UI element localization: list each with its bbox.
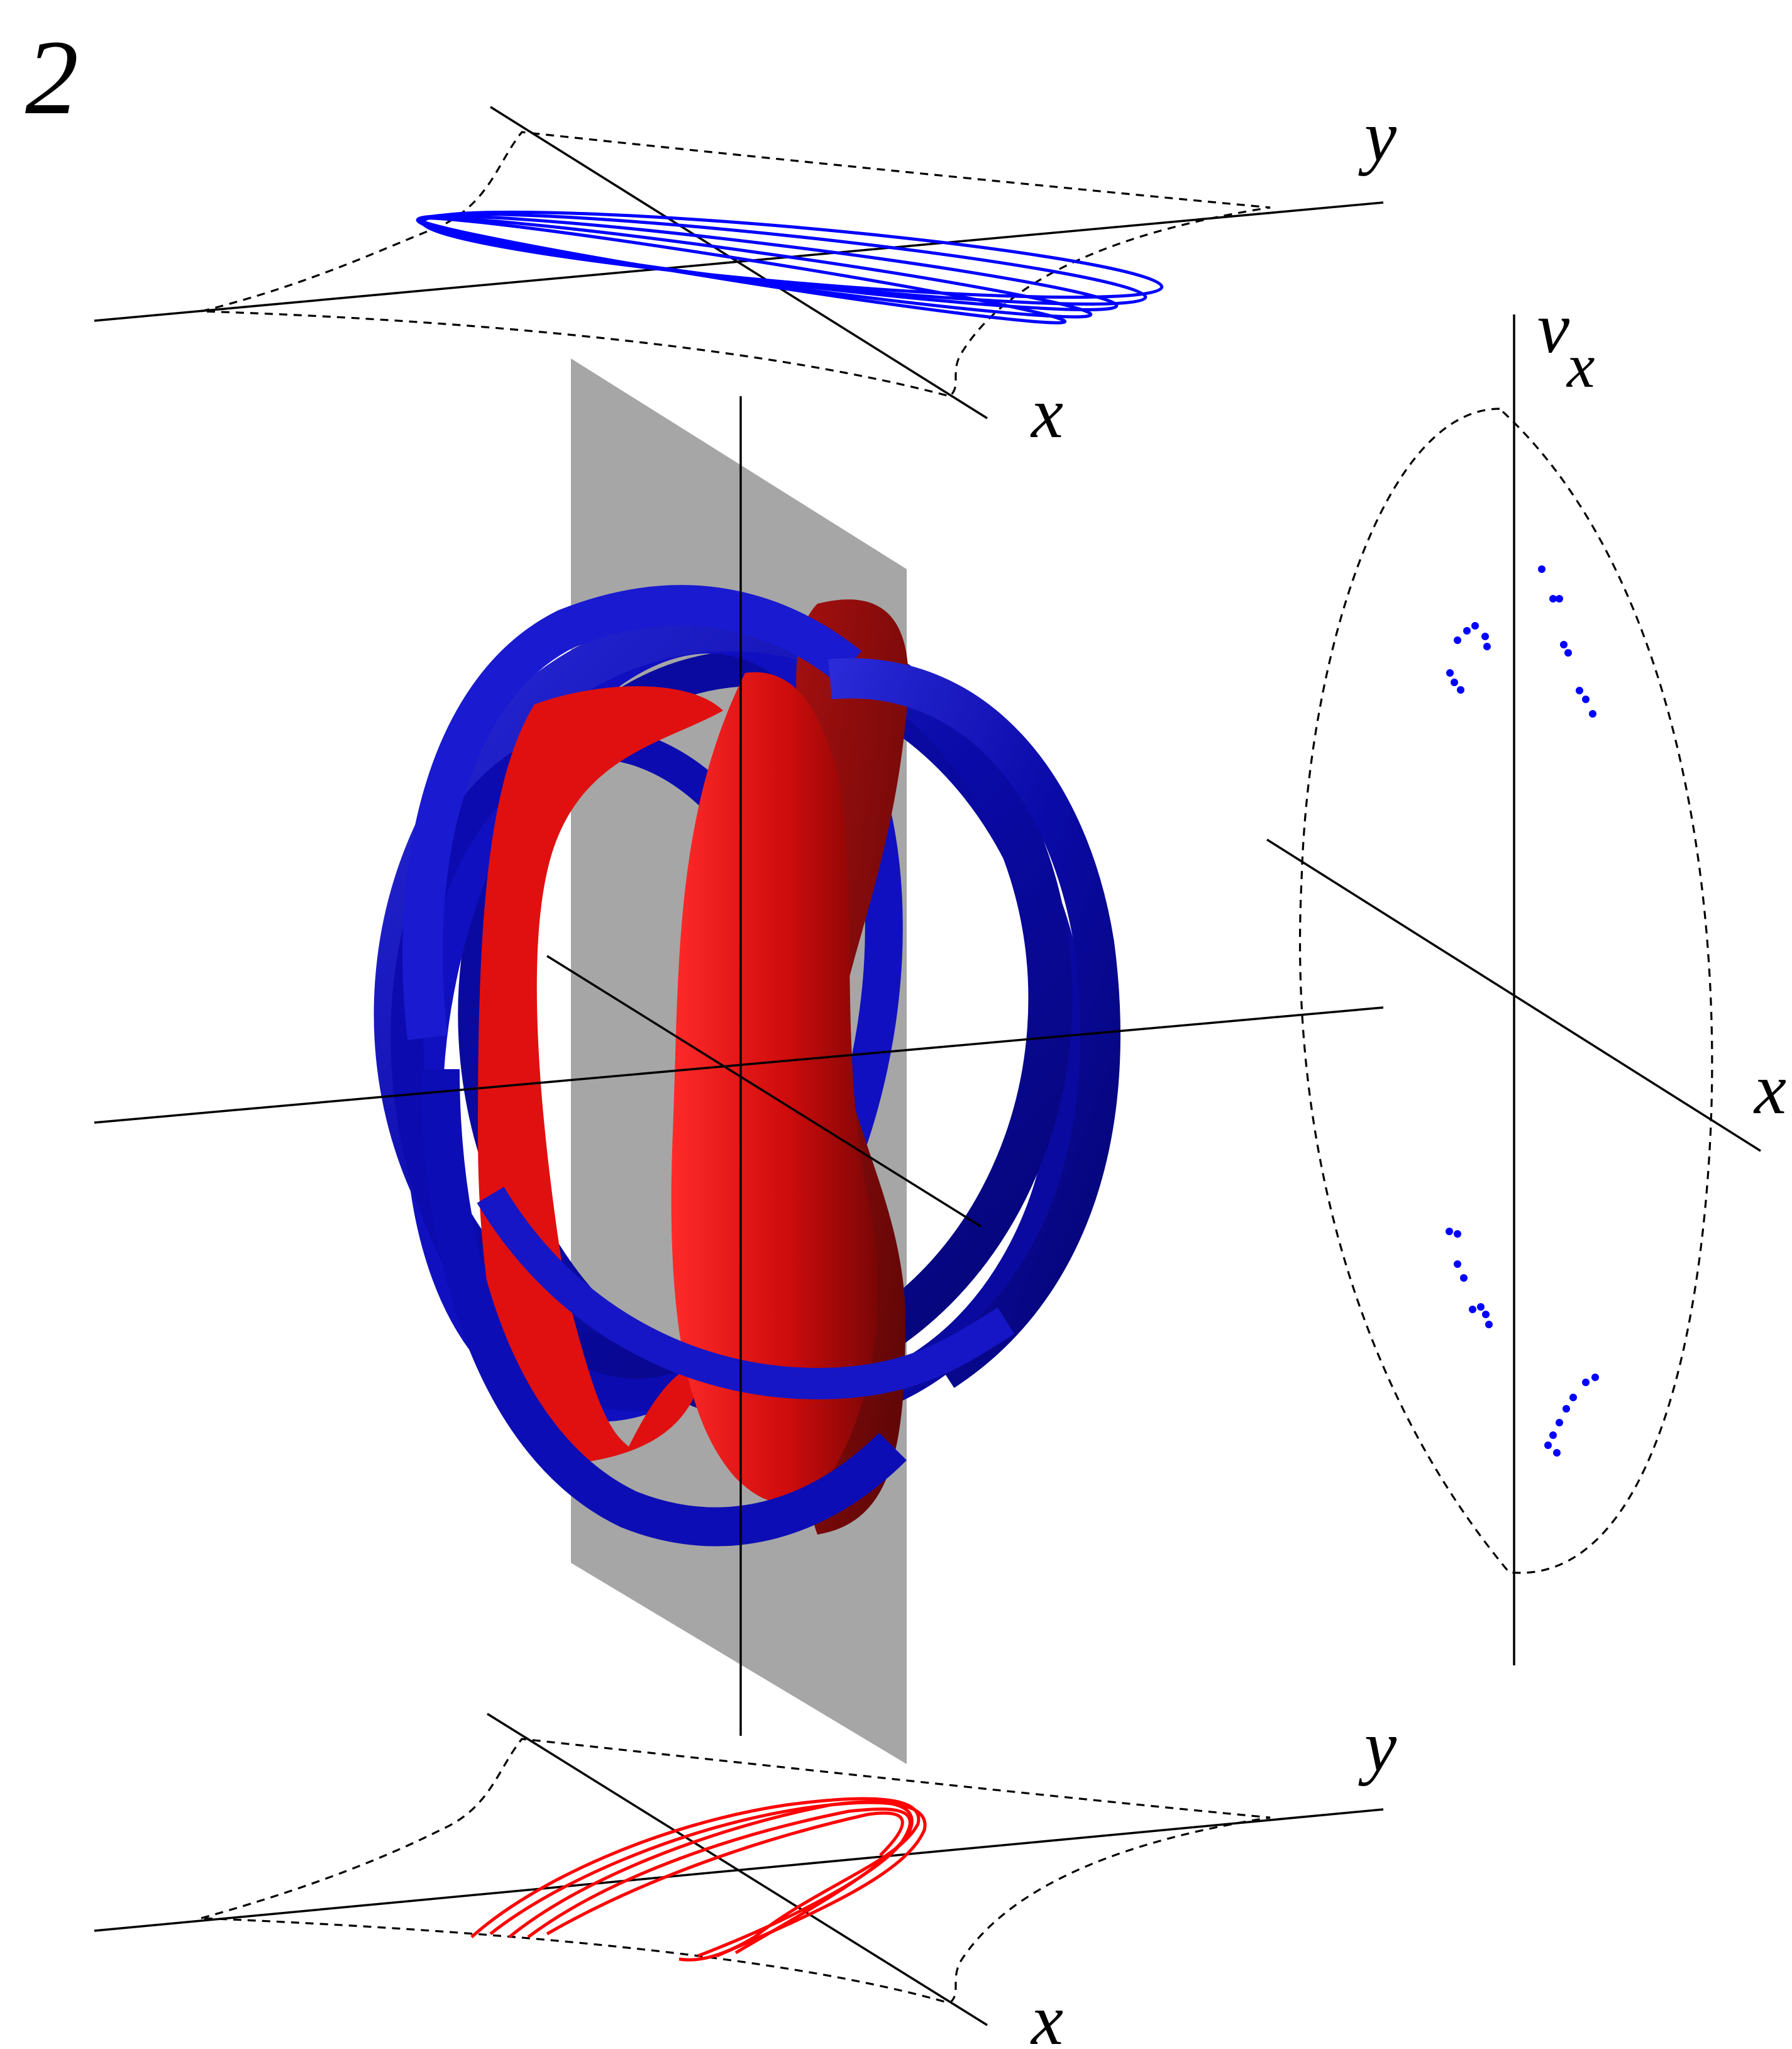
top-projection: y x	[94, 96, 1397, 453]
section-x-axis	[1266, 838, 1761, 1152]
blue-torus-front	[402, 585, 1120, 1546]
bottom-x-label: x	[1030, 1980, 1063, 2049]
poincare-points	[1446, 565, 1599, 1457]
top-blue-trajectory	[416, 210, 1164, 325]
section-v-label: v	[1537, 288, 1570, 368]
bottom-x-axis	[487, 1713, 988, 2026]
top-x-label: x	[1030, 373, 1063, 453]
main-y-axis	[94, 1006, 1384, 1124]
bottom-projection: y x	[94, 1706, 1397, 2049]
figure-number: 2	[25, 18, 79, 136]
top-x-axis	[490, 106, 988, 419]
main-3d-view	[94, 358, 1384, 1764]
bottom-boundary	[201, 1738, 1271, 2004]
section-x-label: x	[1753, 1049, 1786, 1129]
section-panel: v x x	[1266, 288, 1786, 1665]
section-v-subscript: x	[1566, 331, 1595, 401]
red-front-band	[671, 672, 878, 1503]
main-x-axis	[546, 955, 982, 1228]
top-boundary	[201, 131, 1271, 397]
top-y-label: y	[1358, 96, 1397, 176]
bottom-red-trajectory	[470, 1797, 927, 1962]
bottom-y-label: y	[1358, 1706, 1397, 1786]
